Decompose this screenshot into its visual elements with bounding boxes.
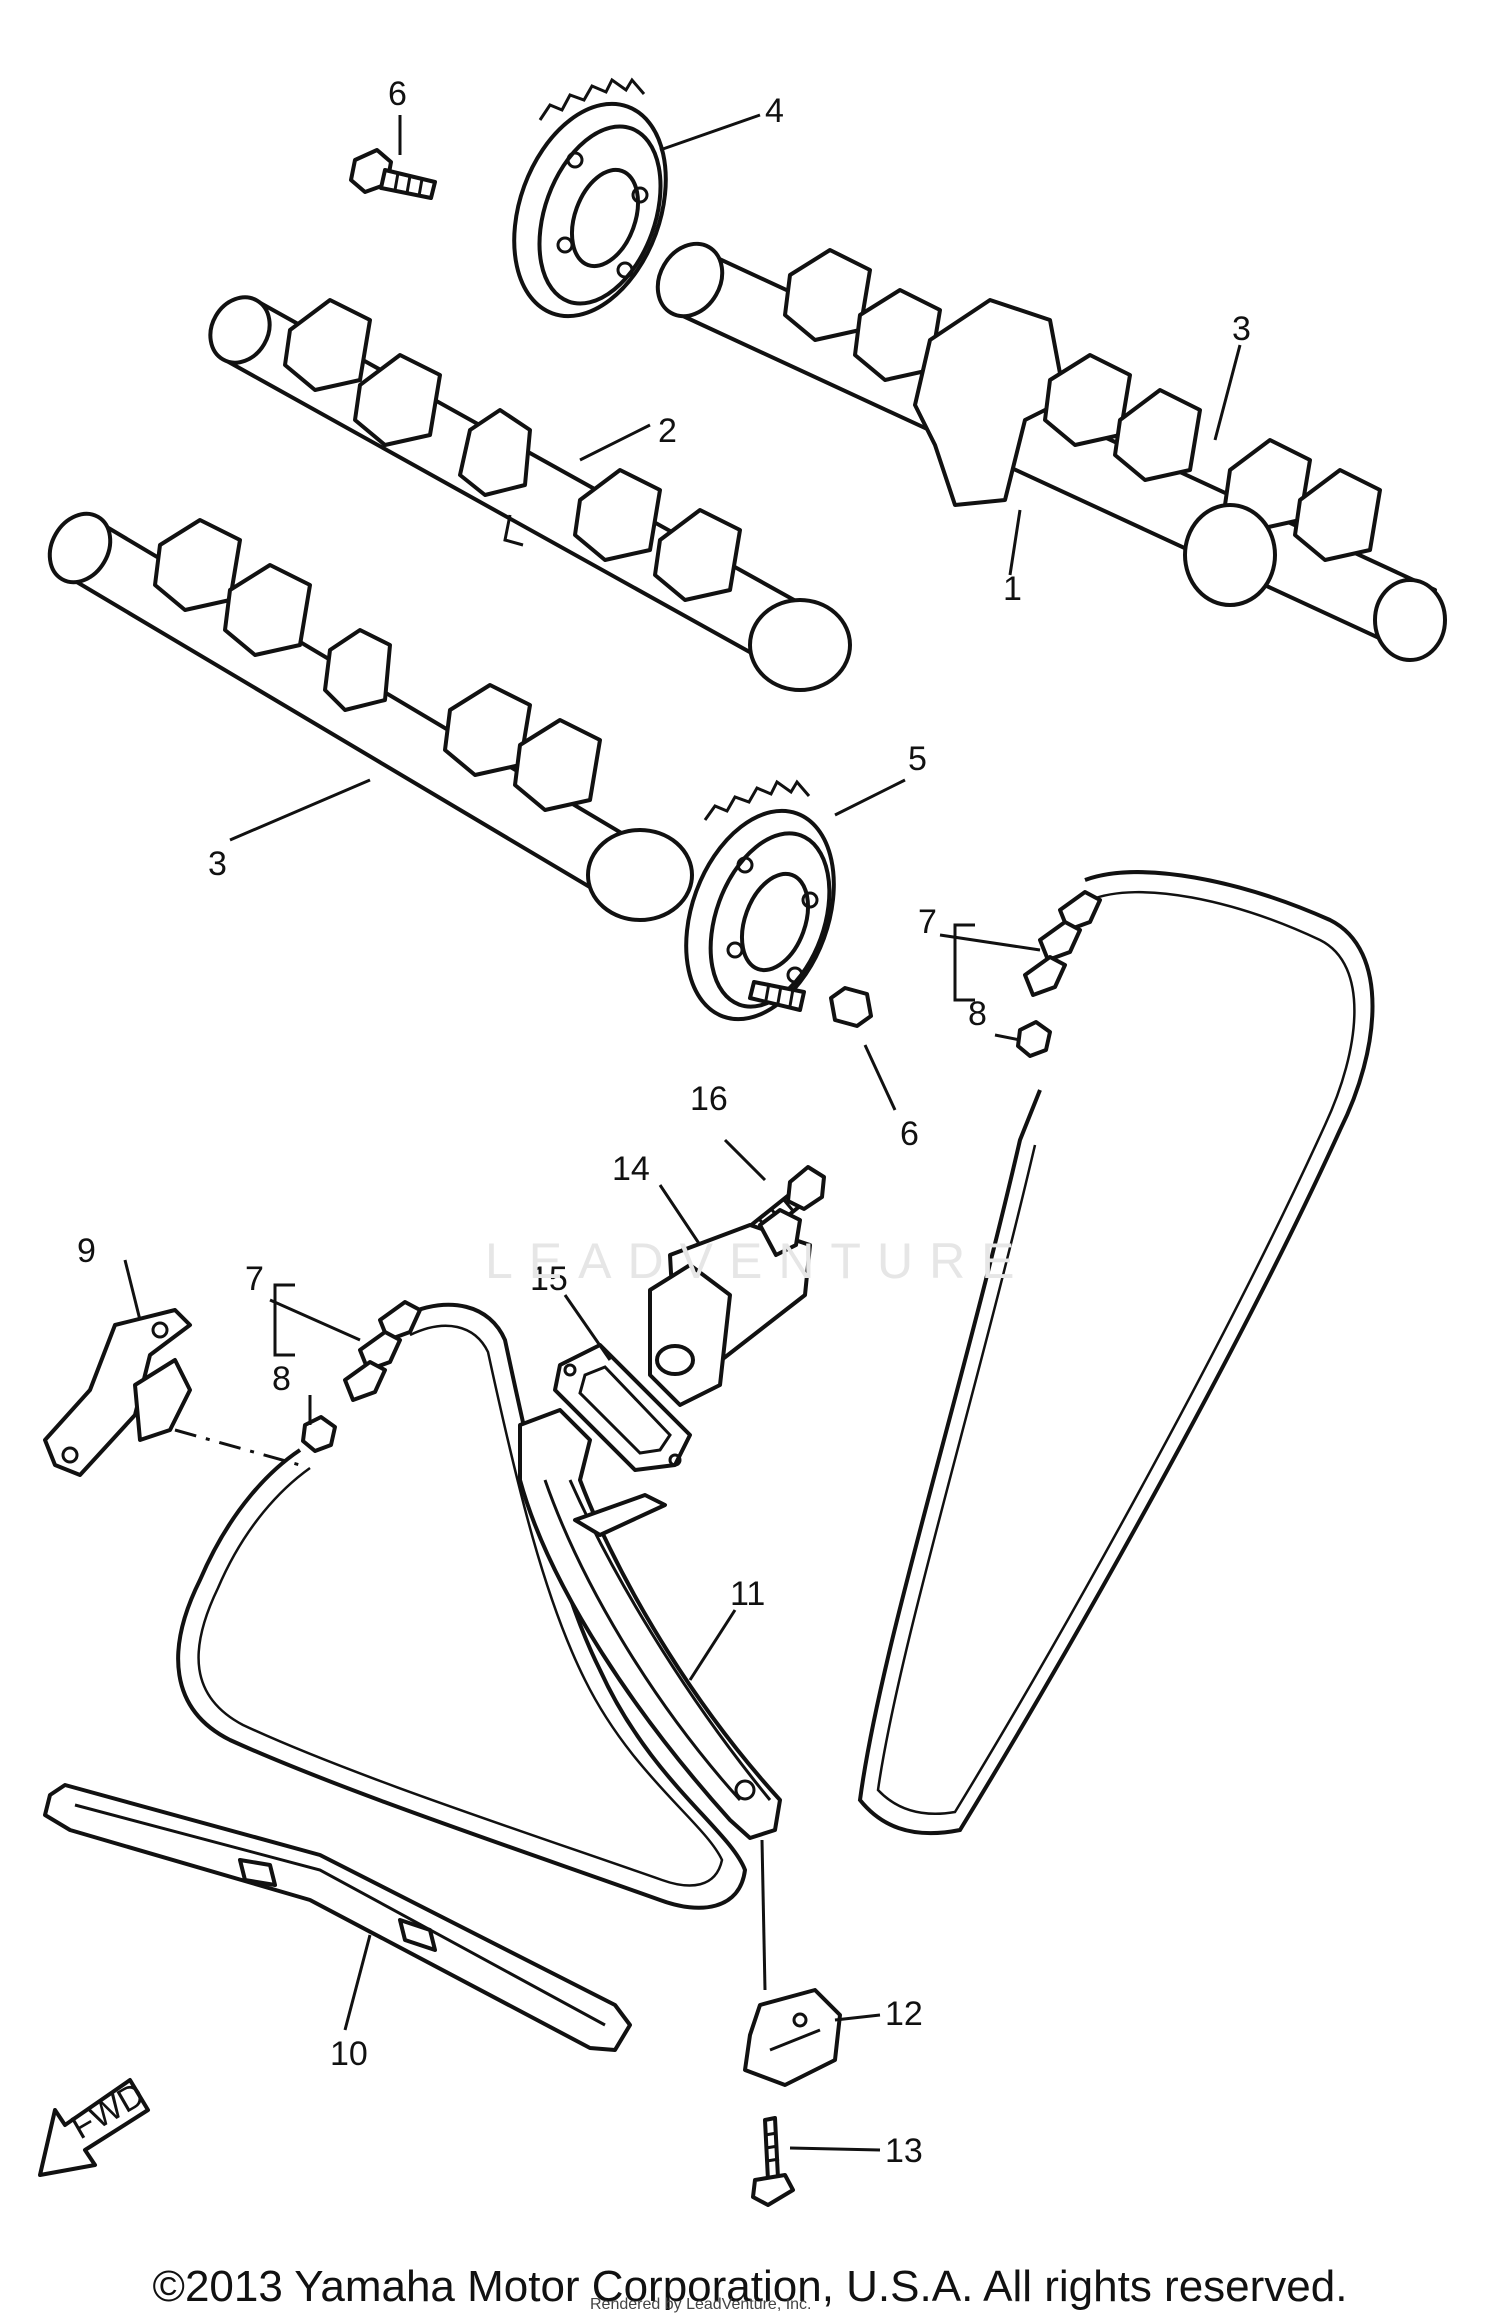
fwd-arrow-icon: FWD [38, 2075, 151, 2177]
callout-7-right: 7 [918, 903, 937, 941]
camshaft-3-lower[interactable] [38, 503, 694, 922]
cam-sprocket-lower[interactable] [659, 779, 861, 1040]
bolt-lower[interactable] [748, 980, 873, 1028]
bolt-13[interactable] [751, 2116, 795, 2207]
callout-6-lower: 6 [900, 1115, 919, 1153]
callout-2: 2 [658, 412, 677, 450]
callout-14: 14 [612, 1150, 650, 1188]
callout-8-left: 8 [272, 1360, 291, 1398]
callout-8-right: 8 [968, 995, 987, 1033]
callout-5: 5 [908, 740, 927, 778]
bolt-top[interactable] [349, 148, 437, 200]
cam-chain-left[interactable] [176, 1300, 748, 1910]
cam-chain-right[interactable] [857, 870, 1375, 1836]
guide-stopper[interactable] [43, 1308, 192, 1477]
camshaft-2[interactable] [199, 287, 852, 692]
callout-16: 16 [690, 1080, 728, 1118]
chain-guide-10[interactable] [43, 1783, 632, 2052]
callout-4: 4 [765, 92, 784, 130]
render-note: Rendered by LeadVenture, Inc. [590, 2296, 812, 2313]
callout-9: 9 [77, 1232, 96, 1270]
watermark: LEADVENTURE [485, 1233, 1031, 1289]
cam-sprocket-upper[interactable] [487, 77, 694, 337]
callout-15: 15 [530, 1260, 568, 1298]
callout-labels: 6 4 3 2 1 3 5 6 7 8 16 14 9 7 8 15 11 12… [77, 75, 1251, 2170]
leader-lines [123, 113, 1242, 2152]
camshaft-3-upper[interactable] [645, 232, 1447, 662]
callout-6-top: 6 [388, 75, 407, 113]
callout-1: 1 [1003, 570, 1022, 608]
chain-guide-11[interactable] [518, 1408, 782, 1840]
callout-11: 11 [730, 1575, 765, 1613]
guide-bracket-12[interactable] [743, 1988, 842, 2087]
callout-3-lower: 3 [208, 845, 227, 883]
cam-chain-tensioner[interactable] [648, 1208, 812, 1407]
callout-3-upper: 3 [1232, 310, 1251, 348]
callout-12: 12 [885, 1995, 923, 2033]
callout-13: 13 [885, 2132, 923, 2170]
copyright-notice: ©2013 Yamaha Motor Corporation, U.S.A. A… [152, 2262, 1348, 2311]
callout-10: 10 [330, 2035, 368, 2073]
callout-7-left: 7 [245, 1260, 264, 1298]
